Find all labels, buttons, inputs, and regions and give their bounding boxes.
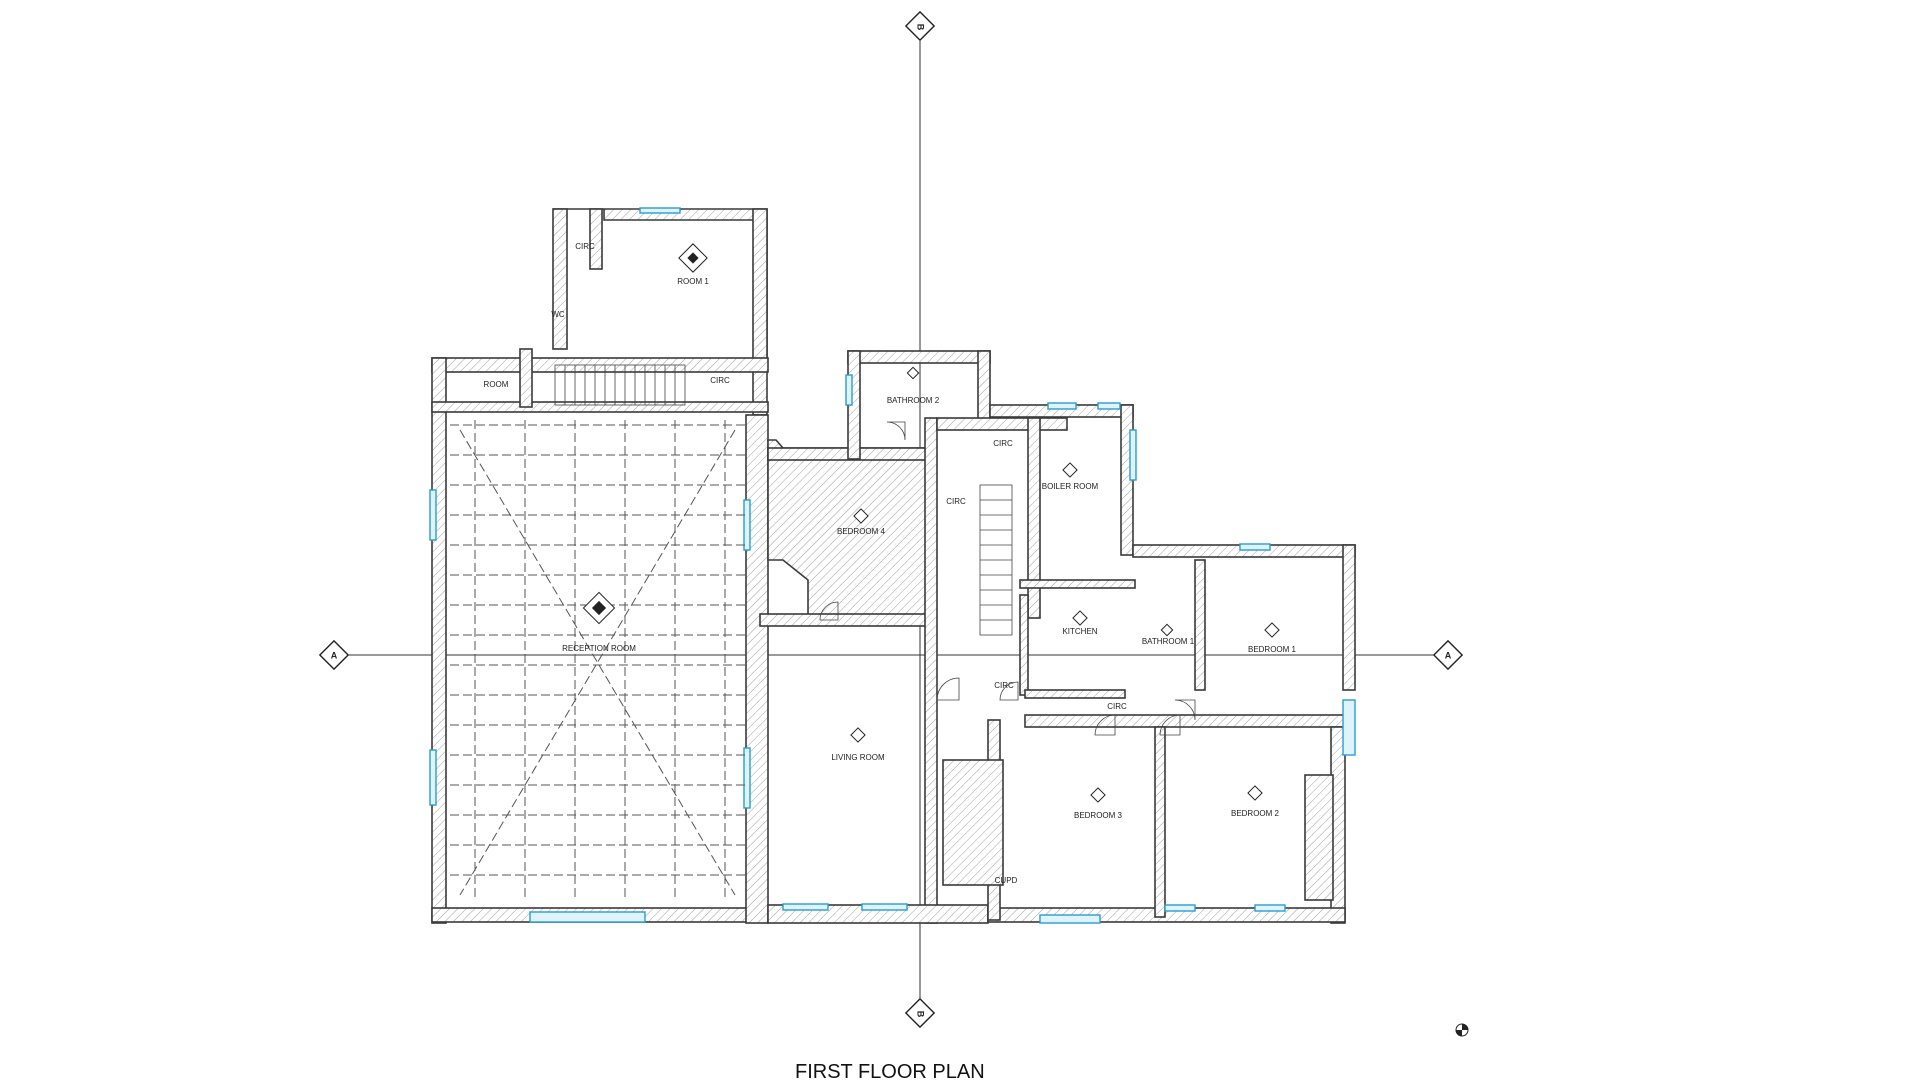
label-bedroom2: BEDROOM 2 <box>1231 809 1280 818</box>
doors <box>819 421 1196 736</box>
room-tag-bathroom2 <box>906 366 920 380</box>
label-room1: ROOM 1 <box>677 277 709 286</box>
label-wc: WC <box>551 310 565 319</box>
beam-grid <box>450 420 745 900</box>
room-tag-kitchen <box>1072 610 1088 626</box>
room-tag-boiler <box>1062 462 1078 478</box>
room-tags <box>582 243 1280 803</box>
label-reception: RECEPTION ROOM <box>562 644 636 653</box>
svg-text:B: B <box>916 1011 926 1018</box>
label-bedroom4: BEDROOM 4 <box>837 527 886 536</box>
room-labels: ROOM 1 CIRC WC ROOM CIRC RECEPTION ROOM … <box>484 242 1297 885</box>
label-cupd: CUPD <box>995 876 1018 885</box>
label-circ-top: CIRC <box>575 242 595 251</box>
stairs <box>554 364 1013 636</box>
label-living: LIVING ROOM <box>831 753 885 762</box>
label-circ-upper: CIRC <box>993 439 1013 448</box>
drawing-title: FIRST FLOOR PLAN <box>795 1061 985 1080</box>
label-bathroom2: BATHROOM 2 <box>887 396 940 405</box>
label-circ-lower: CIRC <box>994 681 1014 690</box>
label-bathroom1: BATHROOM 1 <box>1142 637 1195 646</box>
section-marker-a-left: A <box>318 639 350 671</box>
label-boiler: BOILER ROOM <box>1042 482 1099 491</box>
label-room-small: ROOM <box>484 380 509 389</box>
walls <box>431 208 1356 924</box>
room-tag-living <box>850 727 866 743</box>
label-circ-stair: CIRC <box>710 376 730 385</box>
section-marker-a-right: A <box>1432 639 1464 671</box>
room-tag-bedroom4 <box>853 508 869 524</box>
section-marker-b-bottom: B <box>904 997 936 1029</box>
svg-text:B: B <box>916 24 926 31</box>
north-point-icon <box>1455 1023 1469 1037</box>
room-tag-bedroom1 <box>1264 622 1280 638</box>
section-marker-b-top: B <box>904 10 936 42</box>
windows <box>429 207 1356 924</box>
room-tag-bathroom1 <box>1160 623 1174 637</box>
label-bedroom3: BEDROOM 3 <box>1074 811 1123 820</box>
room-tag-room1 <box>678 243 708 273</box>
label-kitchen: KITCHEN <box>1062 627 1097 636</box>
label-bedroom1: BEDROOM 1 <box>1248 645 1297 654</box>
room-tag-reception <box>582 591 616 625</box>
room-tag-bedroom2 <box>1247 785 1263 801</box>
svg-text:A: A <box>1445 650 1452 660</box>
label-circ-mid: CIRC <box>1107 702 1127 711</box>
svg-text:A: A <box>331 650 338 660</box>
label-circ-vertical: CIRC <box>946 497 966 506</box>
room-tag-bedroom3 <box>1090 787 1106 803</box>
